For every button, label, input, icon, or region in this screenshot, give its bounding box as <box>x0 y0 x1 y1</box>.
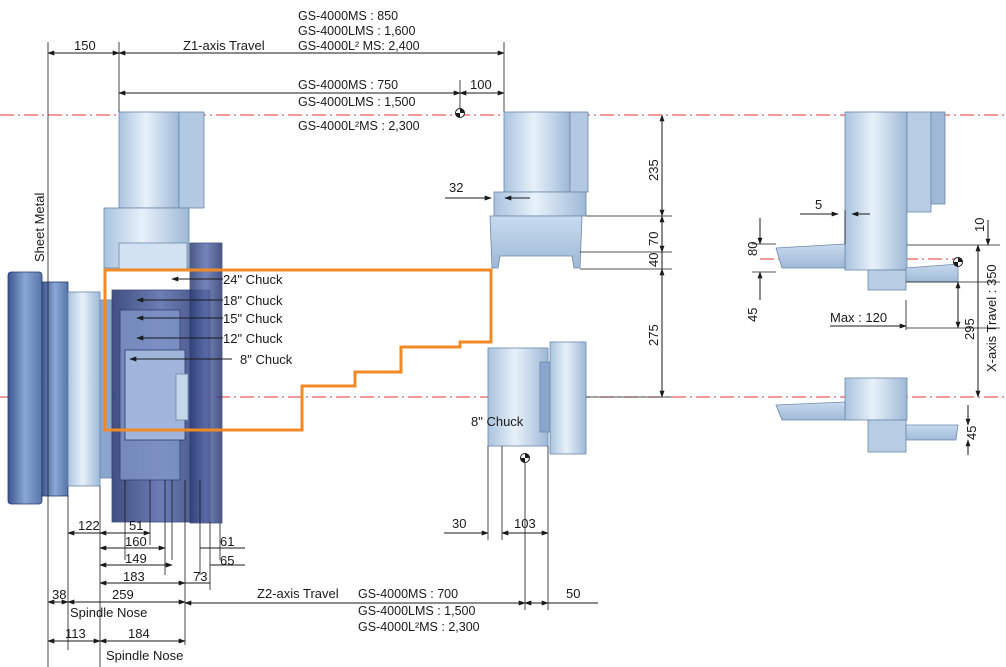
dim-113: 113 <box>65 626 86 641</box>
dim-61: 61 <box>220 534 234 549</box>
z1-right-offset: 100 <box>470 77 492 92</box>
right-tool-head <box>775 111 963 453</box>
sheet-metal-label: Sheet Metal <box>32 193 47 262</box>
subspindle-housing <box>549 341 587 455</box>
z1-upper-lms: GS-4000LMS : 1,600 <box>298 24 415 38</box>
head-lower-block-inner <box>118 242 188 272</box>
dim-160: 160 <box>125 534 147 549</box>
dim-51: 51 <box>129 518 143 533</box>
z2-ms: GS-4000MS : 700 <box>358 587 458 601</box>
dim-max-120: Max : 120 <box>830 310 887 325</box>
z2-lms: GS-4000LMS : 1,500 <box>358 604 475 618</box>
dim-5: 5 <box>815 197 822 212</box>
dim-30: 30 <box>452 516 466 531</box>
spindle-nose-lower: Spindle Nose <box>106 648 183 663</box>
z1-offset: 150 <box>74 38 96 53</box>
dim-80: 80 <box>745 242 760 256</box>
right-upper-tool <box>775 243 846 269</box>
dim-10: 10 <box>972 218 987 232</box>
dim-103: 103 <box>514 516 536 531</box>
subspindle-chuck <box>487 347 549 447</box>
dim-295: 295 <box>962 318 977 340</box>
head2-column <box>503 111 571 193</box>
z1-upper-l2ms: GS-4000L² MS: 2,400 <box>298 39 420 53</box>
spindle-flange <box>41 281 69 497</box>
spindle-nose-upper: Spindle Nose <box>70 605 147 620</box>
vertical-dimensions: 235 70 40 275 32 <box>445 114 672 398</box>
sub-dimensions: 30 103 50 <box>444 446 598 610</box>
dim-275: 275 <box>646 324 661 346</box>
dim-40: 40 <box>646 253 661 267</box>
chuck-center-plug <box>175 373 189 421</box>
bottom-dimensions: 122 51 160 61 149 65 183 73 38 259 Spind… <box>47 480 245 667</box>
head-column <box>118 111 180 209</box>
main-spindle <box>7 242 223 524</box>
dim-65: 65 <box>220 553 234 568</box>
right-dimensions: 5 80 45 10 X-axis Travel : 350 295 Max :… <box>745 197 1000 455</box>
head2-jaw <box>489 215 583 269</box>
dim-183: 183 <box>123 569 145 584</box>
x-axis-travel: X-axis Travel : 350 <box>984 264 999 372</box>
head2-block <box>493 191 587 217</box>
chuck-label-8: 8" Chuck <box>240 352 293 367</box>
z2-l2ms: GS-4000L²MS : 2,300 <box>358 620 480 634</box>
dim-38: 38 <box>52 587 66 602</box>
z1-lower-lms: GS-4000LMS : 1,500 <box>298 95 415 109</box>
dim-50: 50 <box>566 586 580 601</box>
z2-dimensions: Z2-axis Travel GS-4000MS : 700 GS-4000LM… <box>184 586 526 634</box>
right-lower-insert <box>905 424 959 441</box>
chuck-body-8 <box>124 349 186 441</box>
dim-32: 32 <box>449 180 463 195</box>
chuck-labels: 24" Chuck 18" Chuck 15" Chuck 12" Chuck … <box>129 272 293 367</box>
right-lower-head <box>844 377 908 421</box>
right-lower-tool <box>775 401 846 421</box>
subspindle-chuck-label: 8" Chuck <box>471 414 524 429</box>
z1-lower-ms: GS-4000MS : 750 <box>298 78 398 92</box>
dim-149: 149 <box>125 551 147 566</box>
chuck-label-15: 15" Chuck <box>223 311 283 326</box>
dim-73: 73 <box>193 569 207 584</box>
chuck-jaw-outer <box>189 242 223 524</box>
travel-envelope <box>103 268 493 432</box>
right-head-column <box>844 111 908 271</box>
z1-lower-l2ms: GS-4000L²MS : 2,300 <box>298 119 420 133</box>
dim-122: 122 <box>78 518 100 533</box>
chuck-label-12: 12" Chuck <box>223 331 283 346</box>
dim-184: 184 <box>128 626 150 641</box>
dim-70: 70 <box>646 232 661 246</box>
right-upper-insert <box>905 263 959 283</box>
z1-dimensions: 150 Z1-axis Travel GS-4000MS : 850 GS-40… <box>47 9 505 133</box>
dim-45-lower: 45 <box>964 426 979 440</box>
z1-upper-ms: GS-4000MS : 850 <box>298 9 398 23</box>
spindle-nose-body <box>67 291 101 487</box>
main-tool-head <box>103 111 205 272</box>
dim-259: 259 <box>112 587 134 602</box>
dim-235: 235 <box>646 159 661 181</box>
chuck-label-24: 24" Chuck <box>223 272 283 287</box>
second-tool-head: 8" Chuck <box>471 111 589 463</box>
z1-travel-label: Z1-axis Travel <box>183 38 265 53</box>
chuck-label-18: 18" Chuck <box>223 293 283 308</box>
z2-travel-label: Z2-axis Travel <box>257 586 339 601</box>
head-column-side <box>178 111 205 209</box>
spindle-housing <box>7 271 43 505</box>
dim-45-upper: 45 <box>745 308 760 322</box>
